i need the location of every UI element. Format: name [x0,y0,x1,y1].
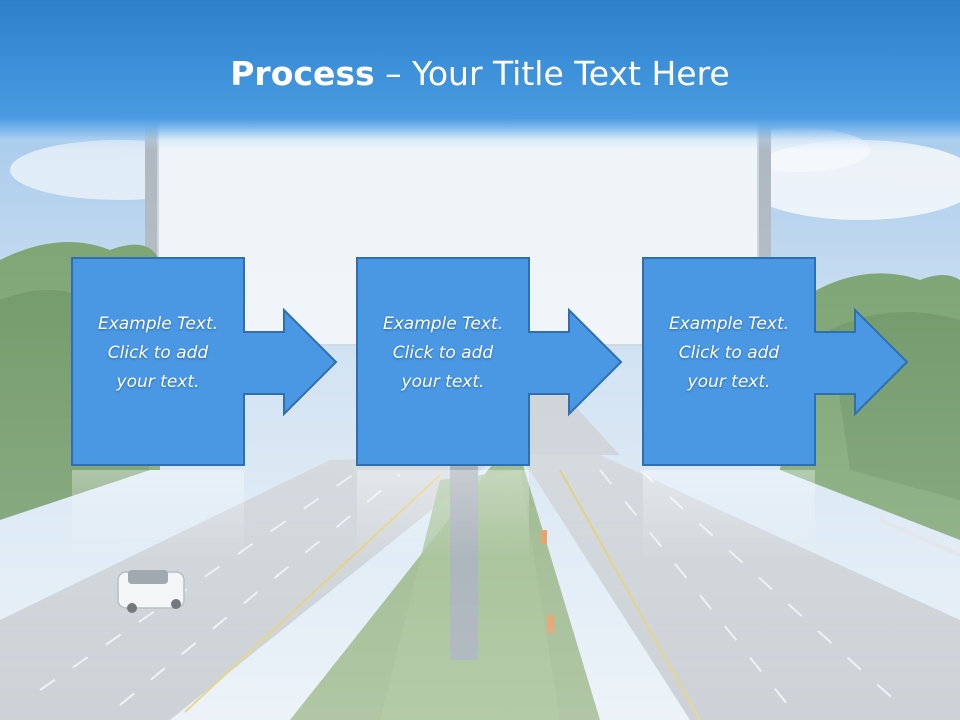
slide-title[interactable]: Process – Your Title Text Here [0,52,960,96]
title-dash: – [374,54,413,93]
process-arrow-2[interactable] [356,257,623,466]
arrow-reflections [72,470,815,560]
process-arrow-3[interactable] [642,257,909,466]
title-bar [0,0,960,150]
title-rest-text: Your Title Text Here [412,54,730,93]
title-bold-text: Process [230,54,375,93]
process-arrow-1[interactable] [71,257,338,466]
step-2-text[interactable]: Example Text. Click to add your text. [382,314,504,392]
step-1-text[interactable]: Example Text. Click to add your text. [97,314,219,392]
step-3-text[interactable]: Example Text. Click to add your text. [668,314,790,392]
